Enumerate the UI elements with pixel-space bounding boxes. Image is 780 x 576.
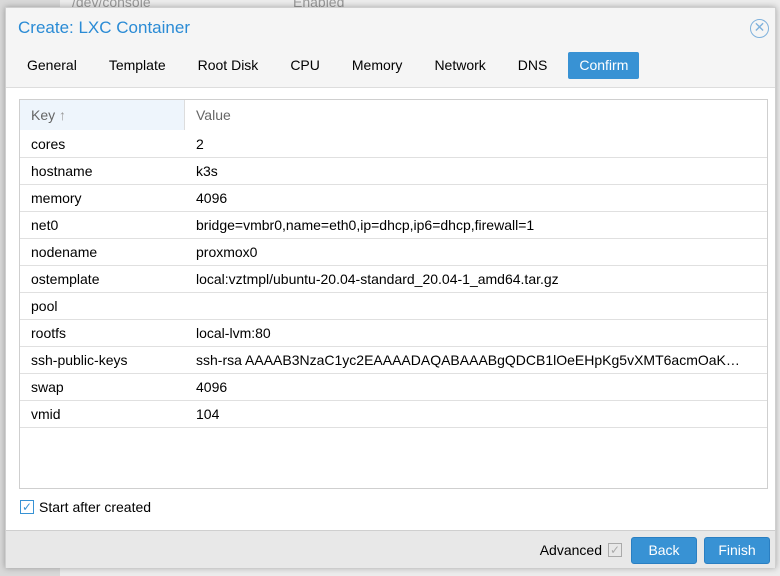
table-row[interactable]: rootfs local-lvm:80 (20, 320, 767, 347)
tab-root-disk[interactable]: Root Disk (197, 57, 259, 73)
column-header-value[interactable]: Value (196, 107, 231, 123)
row-key: nodename (31, 244, 98, 260)
tab-dns[interactable]: DNS (517, 57, 548, 73)
finish-button[interactable]: Finish (704, 537, 770, 564)
row-key: vmid (31, 406, 61, 422)
tab-template[interactable]: Template (108, 57, 166, 73)
row-value: bridge=vmbr0,name=eth0,ip=dhcp,ip6=dhcp,… (196, 217, 535, 233)
tab-confirm[interactable]: Confirm (568, 52, 640, 79)
row-key: net0 (31, 217, 59, 233)
row-key: hostname (31, 163, 93, 179)
row-value: 104 (196, 406, 220, 422)
close-icon[interactable]: ✕ (750, 19, 769, 38)
tab-memory[interactable]: Memory (351, 57, 403, 73)
column-header-key[interactable]: Key ↑ (20, 100, 185, 130)
row-key: cores (31, 136, 66, 152)
table-row[interactable]: vmid 104 (20, 401, 767, 428)
back-button[interactable]: Back (631, 537, 697, 564)
row-key: swap (31, 379, 64, 395)
row-key: ssh-public-keys (31, 352, 128, 368)
background-cell: /dev/console (72, 0, 151, 10)
row-key: ostemplate (31, 271, 100, 287)
sort-ascending-icon: ↑ (59, 107, 67, 123)
row-value: 2 (196, 136, 204, 152)
row-key: rootfs (31, 325, 67, 341)
table-row[interactable]: hostname k3s (20, 158, 767, 185)
start-after-created-label: Start after created (39, 499, 152, 515)
table-row[interactable]: cores 2 (20, 131, 767, 158)
row-value (185, 293, 767, 319)
summary-grid: Key ↑ Value cores 2 hostname k3s memory 4096 n… (19, 99, 768, 489)
grid-header: Key ↑ Value (20, 100, 767, 131)
row-value: ssh-rsa AAAAB3NzaC1yc2EAAAADAQABAAABgQDC… (196, 352, 740, 368)
tab-general[interactable]: General (27, 57, 77, 73)
table-row[interactable]: swap 4096 (20, 374, 767, 401)
row-key: memory (31, 190, 82, 206)
advanced-checkbox[interactable]: Advanced ✓ (540, 542, 622, 558)
table-row[interactable]: ostemplate local:vztmpl/ubuntu-20.04-stan… (20, 266, 767, 293)
background-cell: Enabled (293, 0, 345, 10)
checkbox-checked-icon[interactable]: ✓ (20, 500, 34, 514)
table-row[interactable]: ssh-public-keys ssh-rsa AAAAB3NzaC1yc2EAA… (20, 347, 767, 374)
row-value: 4096 (196, 379, 228, 395)
row-value: local-lvm:80 (196, 325, 271, 341)
table-row[interactable]: net0 bridge=vmbr0,name=eth0,ip=dhcp,ip6=d… (20, 212, 767, 239)
tab-network[interactable]: Network (434, 57, 486, 73)
row-value: 4096 (196, 190, 228, 206)
table-row[interactable]: nodename proxmox0 (20, 239, 767, 266)
confirm-panel: Key ↑ Value cores 2 hostname k3s memory 4096 n… (6, 87, 775, 530)
row-value: proxmox0 (196, 244, 258, 260)
tab-cpu[interactable]: CPU (290, 57, 320, 73)
advanced-label: Advanced (539, 542, 602, 558)
row-value: local:vztmpl/ubuntu-20.04-standard_20.04… (196, 271, 559, 287)
checkbox-checked-icon[interactable]: ✓ (608, 543, 622, 557)
wizard-tabs: General Template Root Disk CPU Memory Network… (16, 52, 649, 80)
table-row[interactable]: pool (20, 293, 767, 320)
row-value: k3s (196, 163, 218, 179)
dialog-title: Create: LXC Container (18, 18, 190, 37)
table-row[interactable]: memory 4096 (20, 185, 767, 212)
dialog-footer: Advanced ✓ Back Finish (6, 530, 775, 568)
start-after-created-checkbox[interactable]: ✓ Start after created (20, 499, 151, 515)
row-key: pool (31, 298, 58, 314)
create-lxc-dialog: Create: LXC Container ✕ General Template R… (5, 7, 776, 568)
